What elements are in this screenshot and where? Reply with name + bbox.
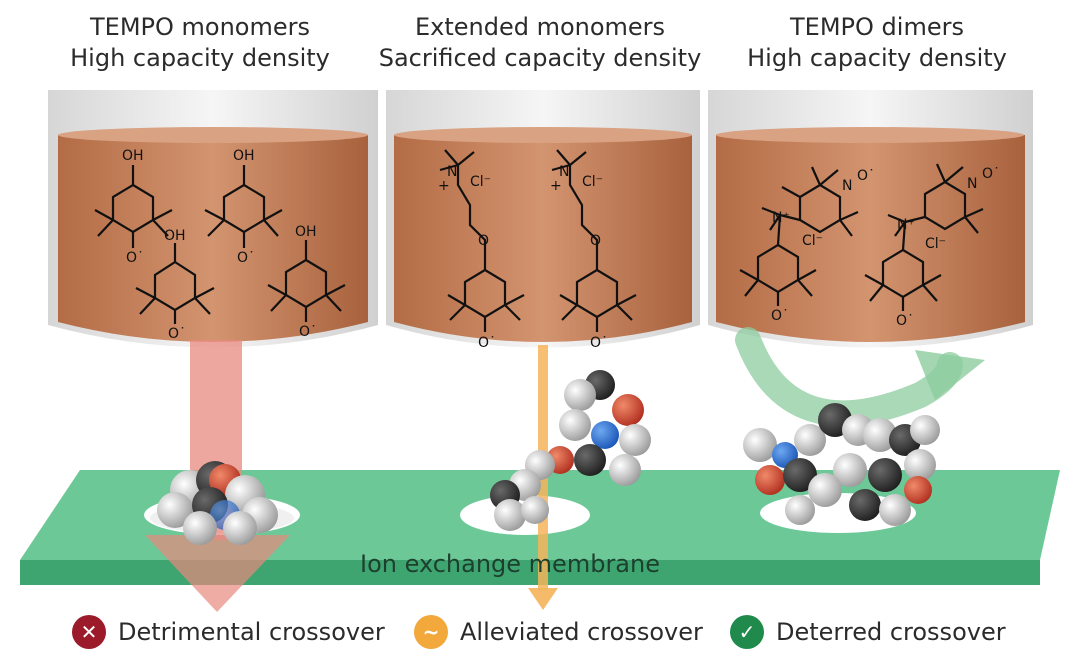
- beaker-tempo-dimers: [708, 90, 1033, 348]
- tilde-icon: ~: [414, 615, 448, 649]
- cross-icon: ✕: [72, 615, 106, 649]
- n-plus-label: N⁺: [897, 217, 915, 233]
- panel-title-line1: Extended monomers: [414, 13, 666, 41]
- o-radical-label: O˙: [299, 324, 317, 340]
- green-return-arrow: [735, 327, 985, 427]
- plus-label: +: [438, 178, 450, 194]
- space-filling-molecule-monomer: [157, 461, 278, 545]
- panel-title-line1: TEMPO monomers: [90, 13, 310, 41]
- plus-label: +: [550, 178, 562, 194]
- oh-label: OH: [233, 148, 255, 164]
- o-radical-label: O˙: [237, 250, 255, 266]
- o-radical-label: O˙: [896, 313, 914, 329]
- cl-label: Cl⁻: [470, 174, 491, 190]
- o-radical-label: O˙: [126, 250, 144, 266]
- o-radical-label: O˙: [478, 335, 496, 351]
- o-radical-label: O˙: [982, 166, 1000, 182]
- legend-label: Deterred crossover: [776, 618, 1006, 646]
- o-label: O: [478, 233, 489, 249]
- panel-title-line2: Sacrificed capacity density: [378, 44, 702, 72]
- panel-title-line2: High capacity density: [70, 44, 330, 72]
- extended-monomer-structures: [439, 149, 637, 332]
- legend-item-deterred: ✓ Deterred crossover: [730, 612, 1006, 652]
- beaker-extended-monomers: [386, 90, 700, 348]
- cl-label: Cl⁻: [802, 233, 823, 249]
- n-label: N: [447, 164, 457, 180]
- oh-label: OH: [295, 224, 317, 240]
- check-icon: ✓: [730, 615, 764, 649]
- panel-title-extended-monomers: Extended monomers Sacrificed capacity de…: [365, 12, 715, 74]
- extended-monomer-labels: N + Cl⁻ O O˙ N + Cl⁻ O O˙: [438, 164, 608, 351]
- panel-title-line1: TEMPO dimers: [790, 13, 964, 41]
- o-radical-label: O˙: [590, 335, 608, 351]
- legend-item-detrimental: ✕ Detrimental crossover: [72, 612, 385, 652]
- n-plus-label: N⁺: [772, 210, 790, 226]
- panel-title-tempo-dimers: TEMPO dimers High capacity density: [712, 12, 1042, 74]
- legend-item-alleviated: ~ Alleviated crossover: [414, 612, 703, 652]
- tempo-dimer-labels: N O˙ N⁺ Cl⁻ O˙ N O˙ N⁺ Cl⁻ O˙: [771, 166, 1000, 329]
- o-radical-label: O˙: [771, 308, 789, 324]
- oh-label: OH: [122, 148, 144, 164]
- beaker-tempo-monomers: [48, 90, 378, 348]
- cl-label: Cl⁻: [925, 236, 946, 252]
- o-radical-label: O˙: [168, 326, 186, 342]
- n-label: N: [559, 164, 569, 180]
- panel-title-line2: High capacity density: [747, 44, 1007, 72]
- n-dot-label: N: [967, 176, 977, 192]
- tempo-monomer-structures: [94, 165, 346, 324]
- o-label: O: [590, 233, 601, 249]
- space-filling-molecule-dimer: [743, 403, 940, 526]
- tempo-dimer-structures: [739, 163, 984, 311]
- legend-label: Alleviated crossover: [460, 618, 703, 646]
- membrane-label: Ion exchange membrane: [360, 550, 660, 578]
- o-radical-label: O˙: [857, 168, 875, 184]
- tempo-monomer-labels: OH OH OH OH O˙ O˙ O˙ O˙: [122, 148, 317, 342]
- n-dot-label: N: [842, 178, 852, 194]
- space-filling-molecule-extended: [490, 370, 651, 531]
- legend-label: Detrimental crossover: [118, 618, 385, 646]
- oh-label: OH: [164, 228, 186, 244]
- panel-title-tempo-monomers: TEMPO monomers High capacity density: [40, 12, 360, 74]
- cl-label: Cl⁻: [582, 174, 603, 190]
